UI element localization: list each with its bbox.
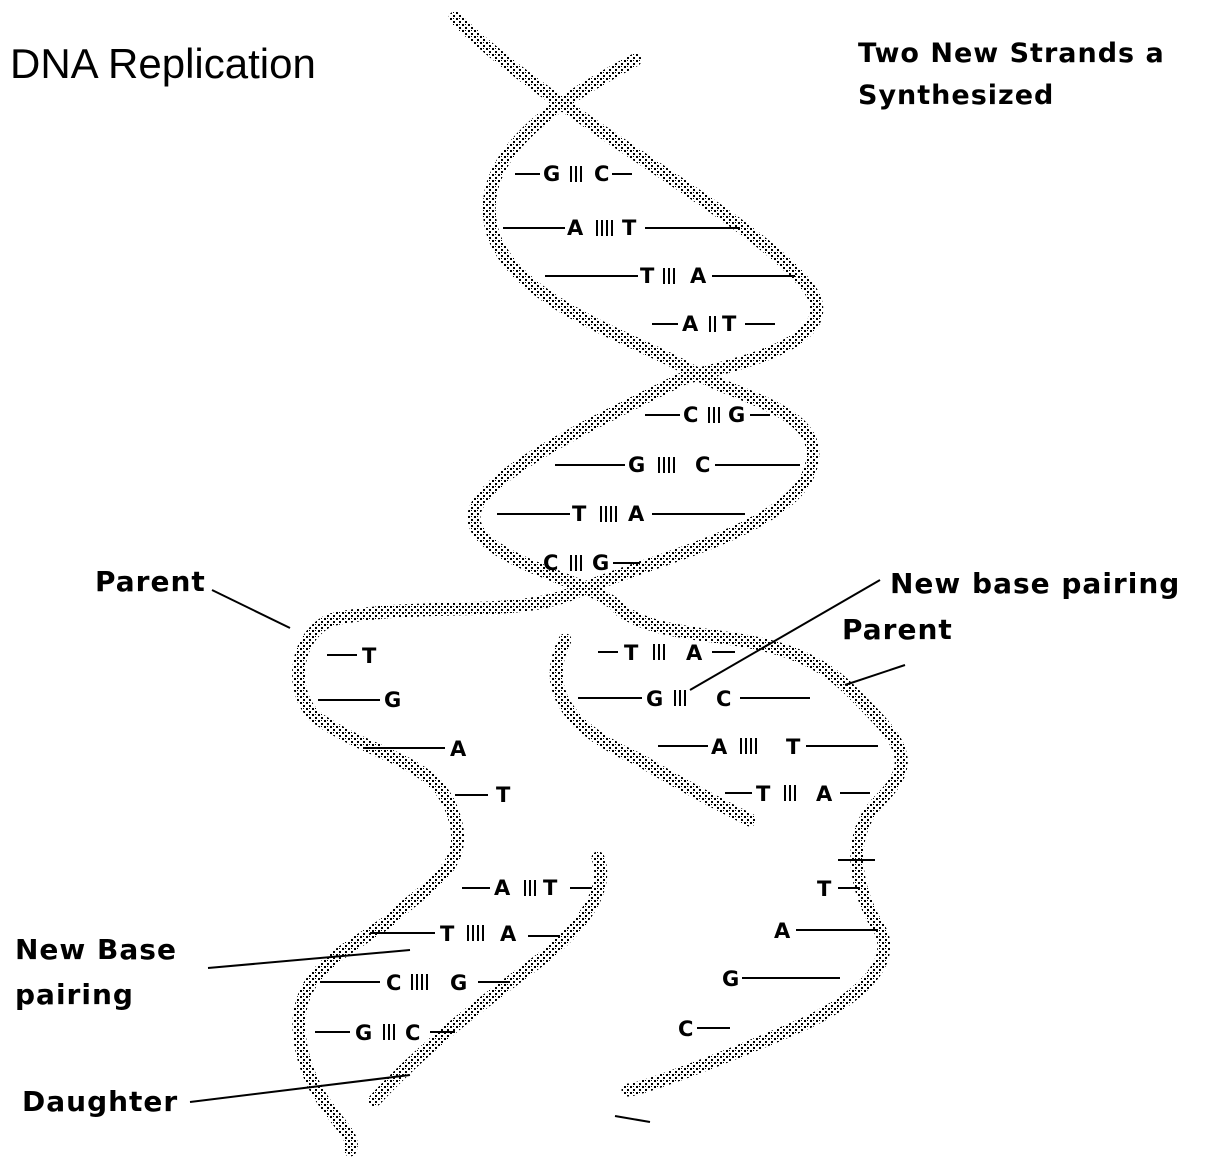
right-parent-base-0: T (817, 877, 832, 901)
left-new-pair-3-left: G (355, 1021, 372, 1045)
left-new-pair-0-left: A (494, 876, 511, 900)
subtitle-line-1: Two New Strands a (858, 38, 1165, 69)
base-pair-upper-5-right: C (695, 453, 710, 477)
label-parent-left: Parent (95, 565, 206, 598)
label-daughter: Daughter (22, 1085, 178, 1118)
right-parent-base-1: A (774, 919, 791, 943)
label-new-base-pairing-left-2: pairing (15, 978, 134, 1011)
base-pair-upper-4-left: C (683, 403, 698, 427)
base-pair-upper-6-right: A (628, 502, 645, 526)
page-title: DNA Replication (10, 40, 316, 88)
right-new-pair-3-right: A (816, 782, 833, 806)
left-new-pair-3-right: C (405, 1021, 420, 1045)
label-new-base-pairing-left-1: New Base (15, 933, 177, 966)
base-pair-upper-0-right: C (594, 162, 609, 186)
left-parent-base-1: G (384, 688, 401, 712)
base-pair-upper-6-left: T (572, 502, 587, 526)
label-parent-right: Parent (842, 613, 953, 646)
right-new-pair-1-left: G (646, 687, 663, 711)
right-new-pair-1-right: C (716, 687, 731, 711)
right-new-pair-0-right: A (686, 641, 703, 665)
left-new-pair-2-right: G (450, 971, 467, 995)
left-new-pair-2-left: C (386, 971, 401, 995)
base-pair-upper-3-right: T (722, 312, 737, 336)
base-pair-upper-5-left: G (628, 453, 645, 477)
left-new-pair-1-right: A (500, 922, 517, 946)
right-daughter-strand (556, 640, 750, 820)
left-parent-base-0: T (362, 644, 377, 668)
label-new-base-pairing-right: New base pairing (890, 567, 1180, 600)
left-parent-base-3: T (496, 783, 511, 807)
base-pair-upper-0-left: G (543, 162, 560, 186)
right-new-pair-0-left: T (624, 641, 639, 665)
left-daughter-strand (375, 858, 601, 1100)
base-pair-upper-2-right: A (690, 264, 707, 288)
base-pair-upper-7-right: G (592, 551, 609, 575)
right-parent-base-2: G (722, 967, 739, 991)
right-new-pair-2-right: T (786, 735, 801, 759)
base-pair-upper-1-right: T (622, 216, 637, 240)
left-new-pair-1-left: T (440, 922, 455, 946)
base-pair-upper-4-right: G (728, 403, 745, 427)
base-pair-upper-2-left: T (640, 264, 655, 288)
right-new-pair-2-left: A (711, 735, 728, 759)
base-pair-upper-1-left: A (567, 216, 584, 240)
base-pair-upper-7-left: C (543, 551, 558, 575)
left-parent-base-2: A (450, 737, 467, 761)
right-new-pair-3-left: T (756, 782, 771, 806)
right-parent-base-3: C (678, 1017, 693, 1041)
base-pair-upper-3-left: A (682, 312, 699, 336)
left-new-pair-0-right: T (543, 876, 558, 900)
subtitle-line-2: Synthesized (858, 80, 1054, 111)
